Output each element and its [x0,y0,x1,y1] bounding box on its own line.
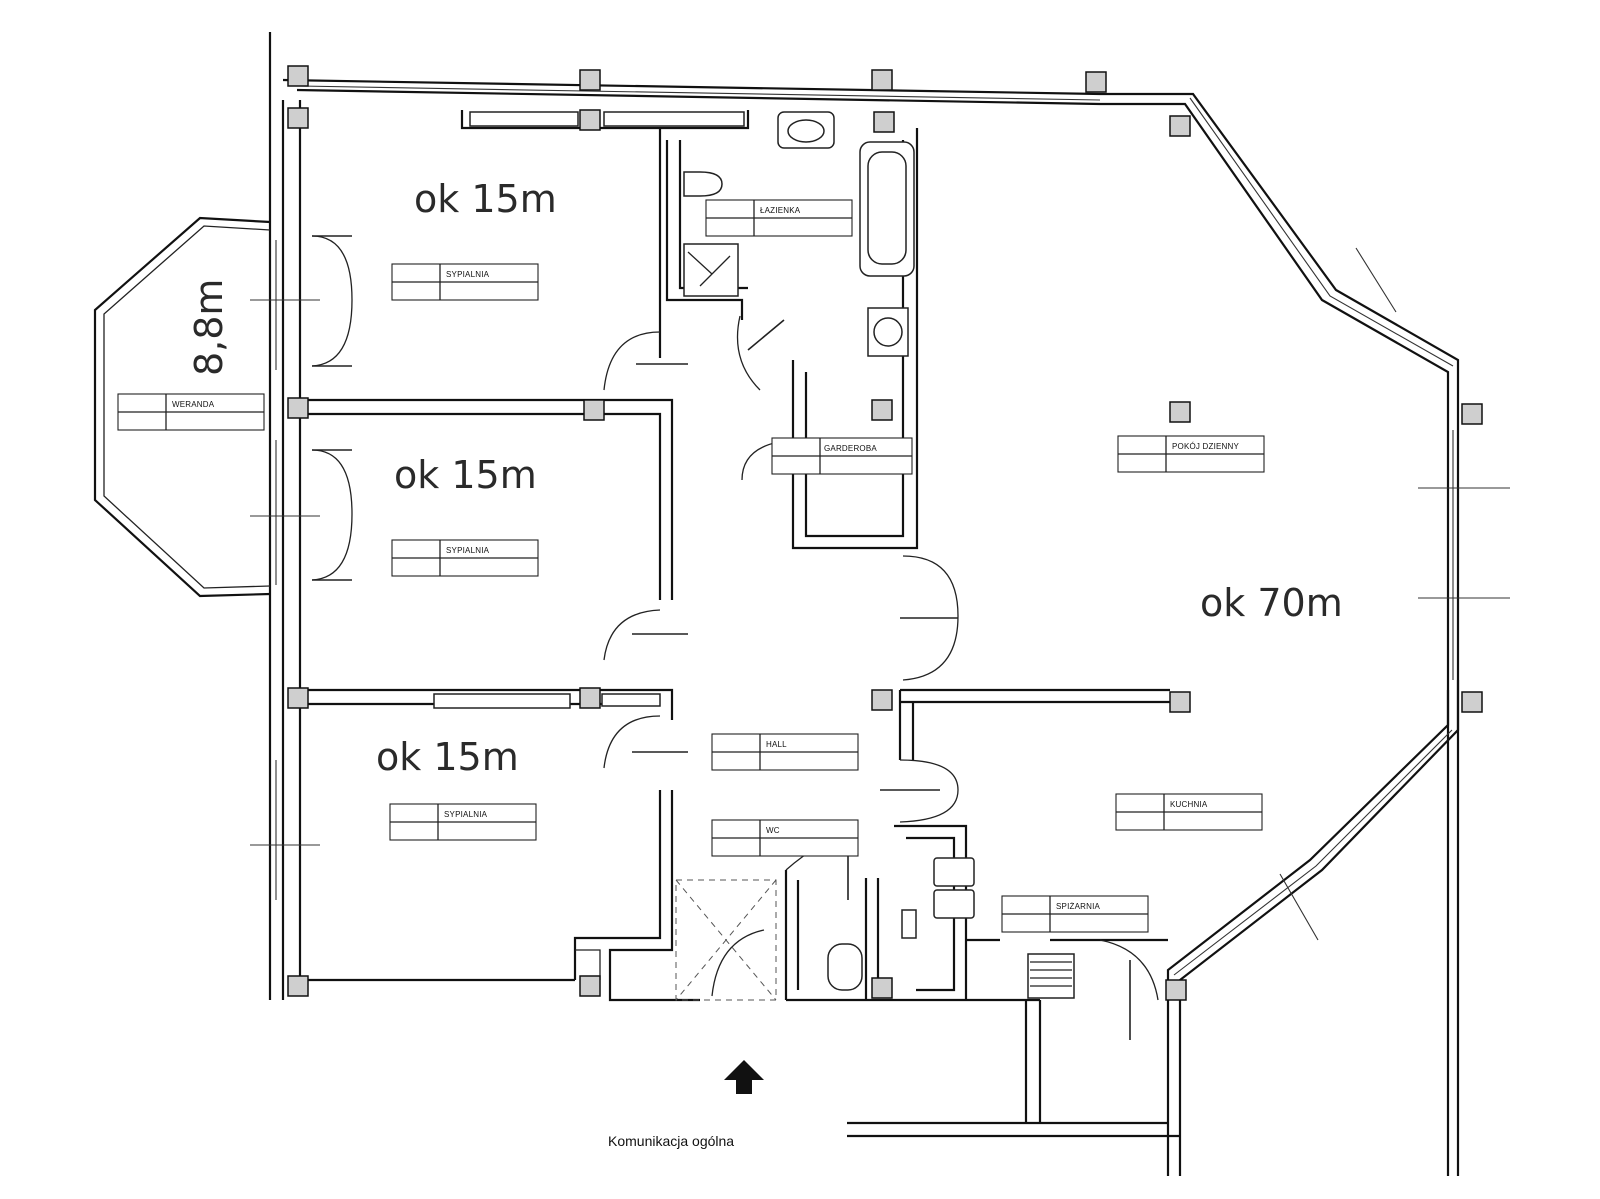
label-garderoba: GARDEROBA [771,437,913,475]
label-kuchnia: KUCHNIA [1115,793,1263,831]
entry-vestibule [675,879,777,1001]
column [871,69,893,91]
column [579,975,601,997]
room-name-garderoba: GARDEROBA [824,444,877,453]
column [579,69,601,91]
column [871,977,893,999]
toilet-wc [827,943,863,991]
room-name-lazienka: ŁAZIENKA [760,206,801,215]
column [1461,691,1483,713]
veranda-outline [93,216,271,598]
column [287,65,309,87]
label-sypialnia-3: SYPIALNIA [389,803,537,841]
column [1085,71,1107,93]
area-bedroom-top: ok 15m [414,177,557,221]
area-living: ok 70m [1200,581,1343,625]
column [579,687,601,709]
bathtub-inner [867,151,907,265]
columns [287,65,1483,1001]
column [1169,691,1191,713]
column [287,107,309,129]
label-wc: WC [711,819,859,857]
handwritten-areas: ok 15m ok 15m ok 15m ok 70m 8,8m [187,177,1343,779]
column [1165,979,1187,1001]
windows [250,85,1510,976]
entrance: Komunikacja ogólna [608,1060,764,1149]
column [579,109,601,131]
column [287,687,309,709]
area-veranda: 8,8m [187,279,231,376]
sink-2 [933,889,975,919]
column [583,399,605,421]
exterior-walls [268,32,1460,1176]
room-name-sypialnia: SYPIALNIA [446,270,490,279]
room-name-pokoj-dzienny: POKÓJ DZIENNY [1172,442,1240,451]
label-sypialnia-2: SYPIALNIA [391,539,539,577]
column [1169,115,1191,137]
label-spizarnia: SPIŻARNIA [1001,895,1149,933]
closets [433,111,745,709]
vestibule-area [675,879,777,1001]
stove [1027,953,1075,999]
column [287,975,309,997]
wardrobe-bedroom-1 [469,111,579,127]
room-name-sypialnia: SYPIALNIA [446,546,490,555]
room-name-hall: HALL [766,740,787,749]
kitchen-fixtures [933,857,1075,999]
wardrobe-bedroom-3 [433,693,571,709]
sink-1 [933,857,975,887]
room-name-wc: WC [766,826,780,835]
label-weranda: WERANDA [117,393,265,431]
wc-basin [901,909,917,939]
column [871,689,893,711]
column [871,399,893,421]
label-hall: HALL [711,733,859,771]
label-pokoj-dzienny: POKÓJ DZIENNY [1117,435,1265,473]
area-bedroom-middle: ok 15m [394,453,537,497]
washing-machine-drum [873,317,903,347]
washbasin-bowl [787,119,825,143]
column [287,397,309,419]
column [1461,403,1483,425]
entrance-label: Komunikacja ogólna [608,1133,734,1149]
wardrobe-bedroom-1b [603,111,745,127]
room-name-kuchnia: KUCHNIA [1170,800,1208,809]
column [873,111,895,133]
room-labels: SYPIALNIA SYPIALNIA SYPIALNIA WERANDA ŁA… [117,199,1265,933]
shower [683,243,739,297]
label-lazienka: ŁAZIENKA [705,199,853,237]
room-name-sypialnia: SYPIALNIA [444,810,488,819]
area-bedroom-bottom: ok 15m [376,735,519,779]
entrance-arrow-icon [724,1060,764,1094]
wardrobe-hall [601,693,661,707]
bathroom-fixtures [683,111,917,991]
room-name-spizarnia: SPIŻARNIA [1056,902,1100,911]
toilet-bathroom [683,171,723,197]
room-name-weranda: WERANDA [172,400,215,409]
column [1169,401,1191,423]
label-sypialnia-1: SYPIALNIA [391,263,539,301]
